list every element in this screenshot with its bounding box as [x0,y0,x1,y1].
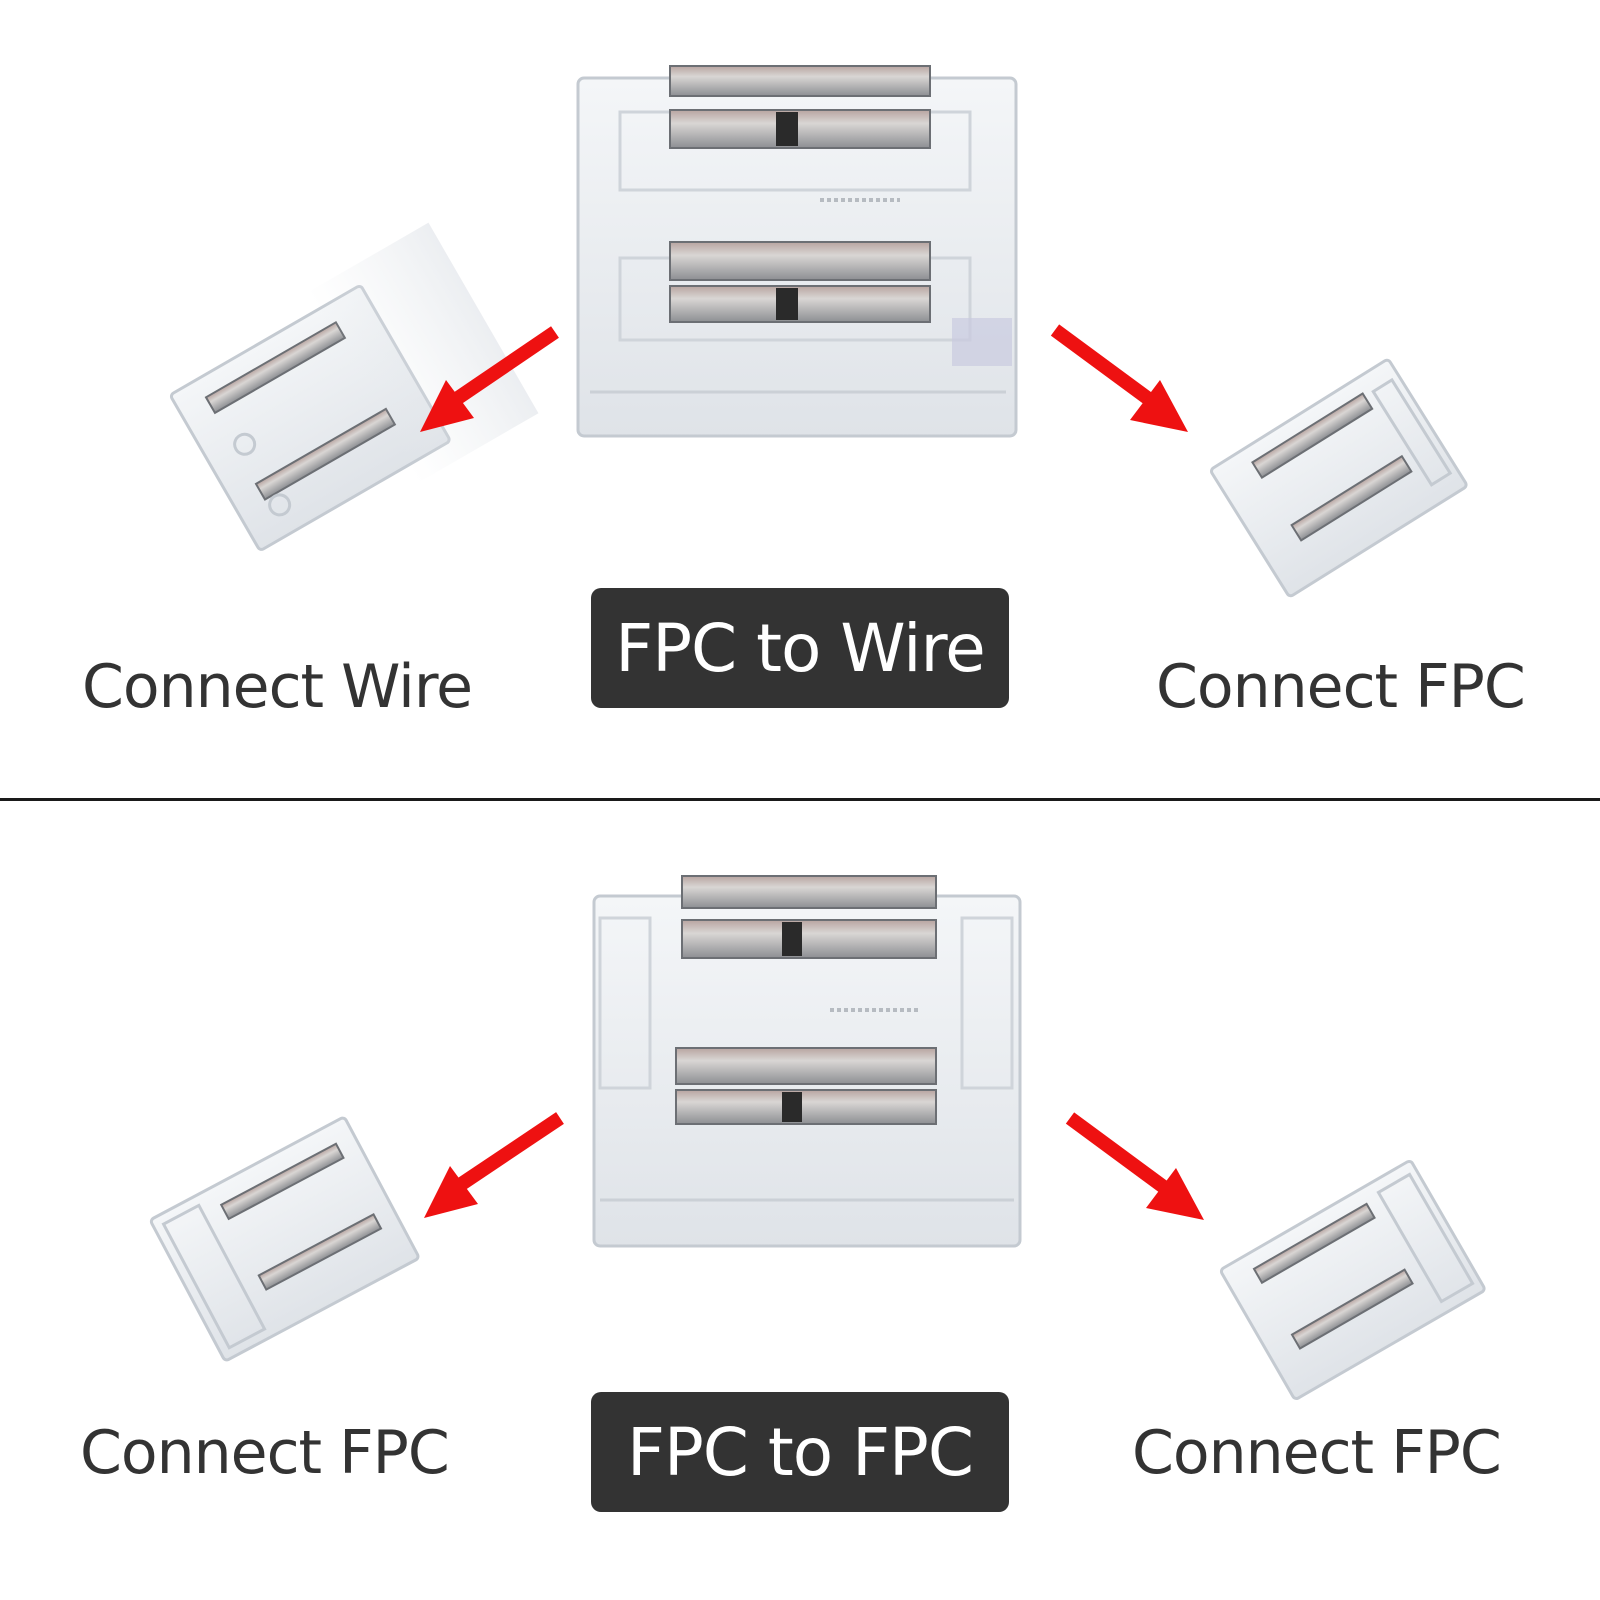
arrow-left [420,326,559,432]
connector-illustration [149,875,1486,1400]
title-badge: FPC to Wire [591,588,1009,708]
title-badge: FPC to FPC [591,1392,1009,1512]
right-connector [1219,1159,1486,1400]
title-text: FPC to Wire [615,609,985,687]
connector-illustration [169,65,1468,598]
arrow-right [1050,324,1188,432]
left-label: Connect FPC [80,1418,450,1488]
panel-fpc-to-fpc: FPC to FPC Connect FPC Connect FPC [0,800,1600,1600]
title-text: FPC to FPC [627,1413,974,1491]
right-connector [1210,358,1468,598]
main-connector [576,65,1018,438]
right-label: Connect FPC [1132,1418,1502,1488]
arrow-left [424,1112,564,1218]
left-connector [169,222,539,551]
arrow-right [1065,1112,1204,1220]
main-connector [592,875,1022,1248]
left-label: Connect Wire [82,652,473,722]
right-label: Connect FPC [1156,652,1526,722]
section-divider [0,798,1600,801]
left-connector [149,1116,420,1362]
panel-fpc-to-wire: FPC to Wire Connect Wire Connect FPC [82,65,1526,722]
